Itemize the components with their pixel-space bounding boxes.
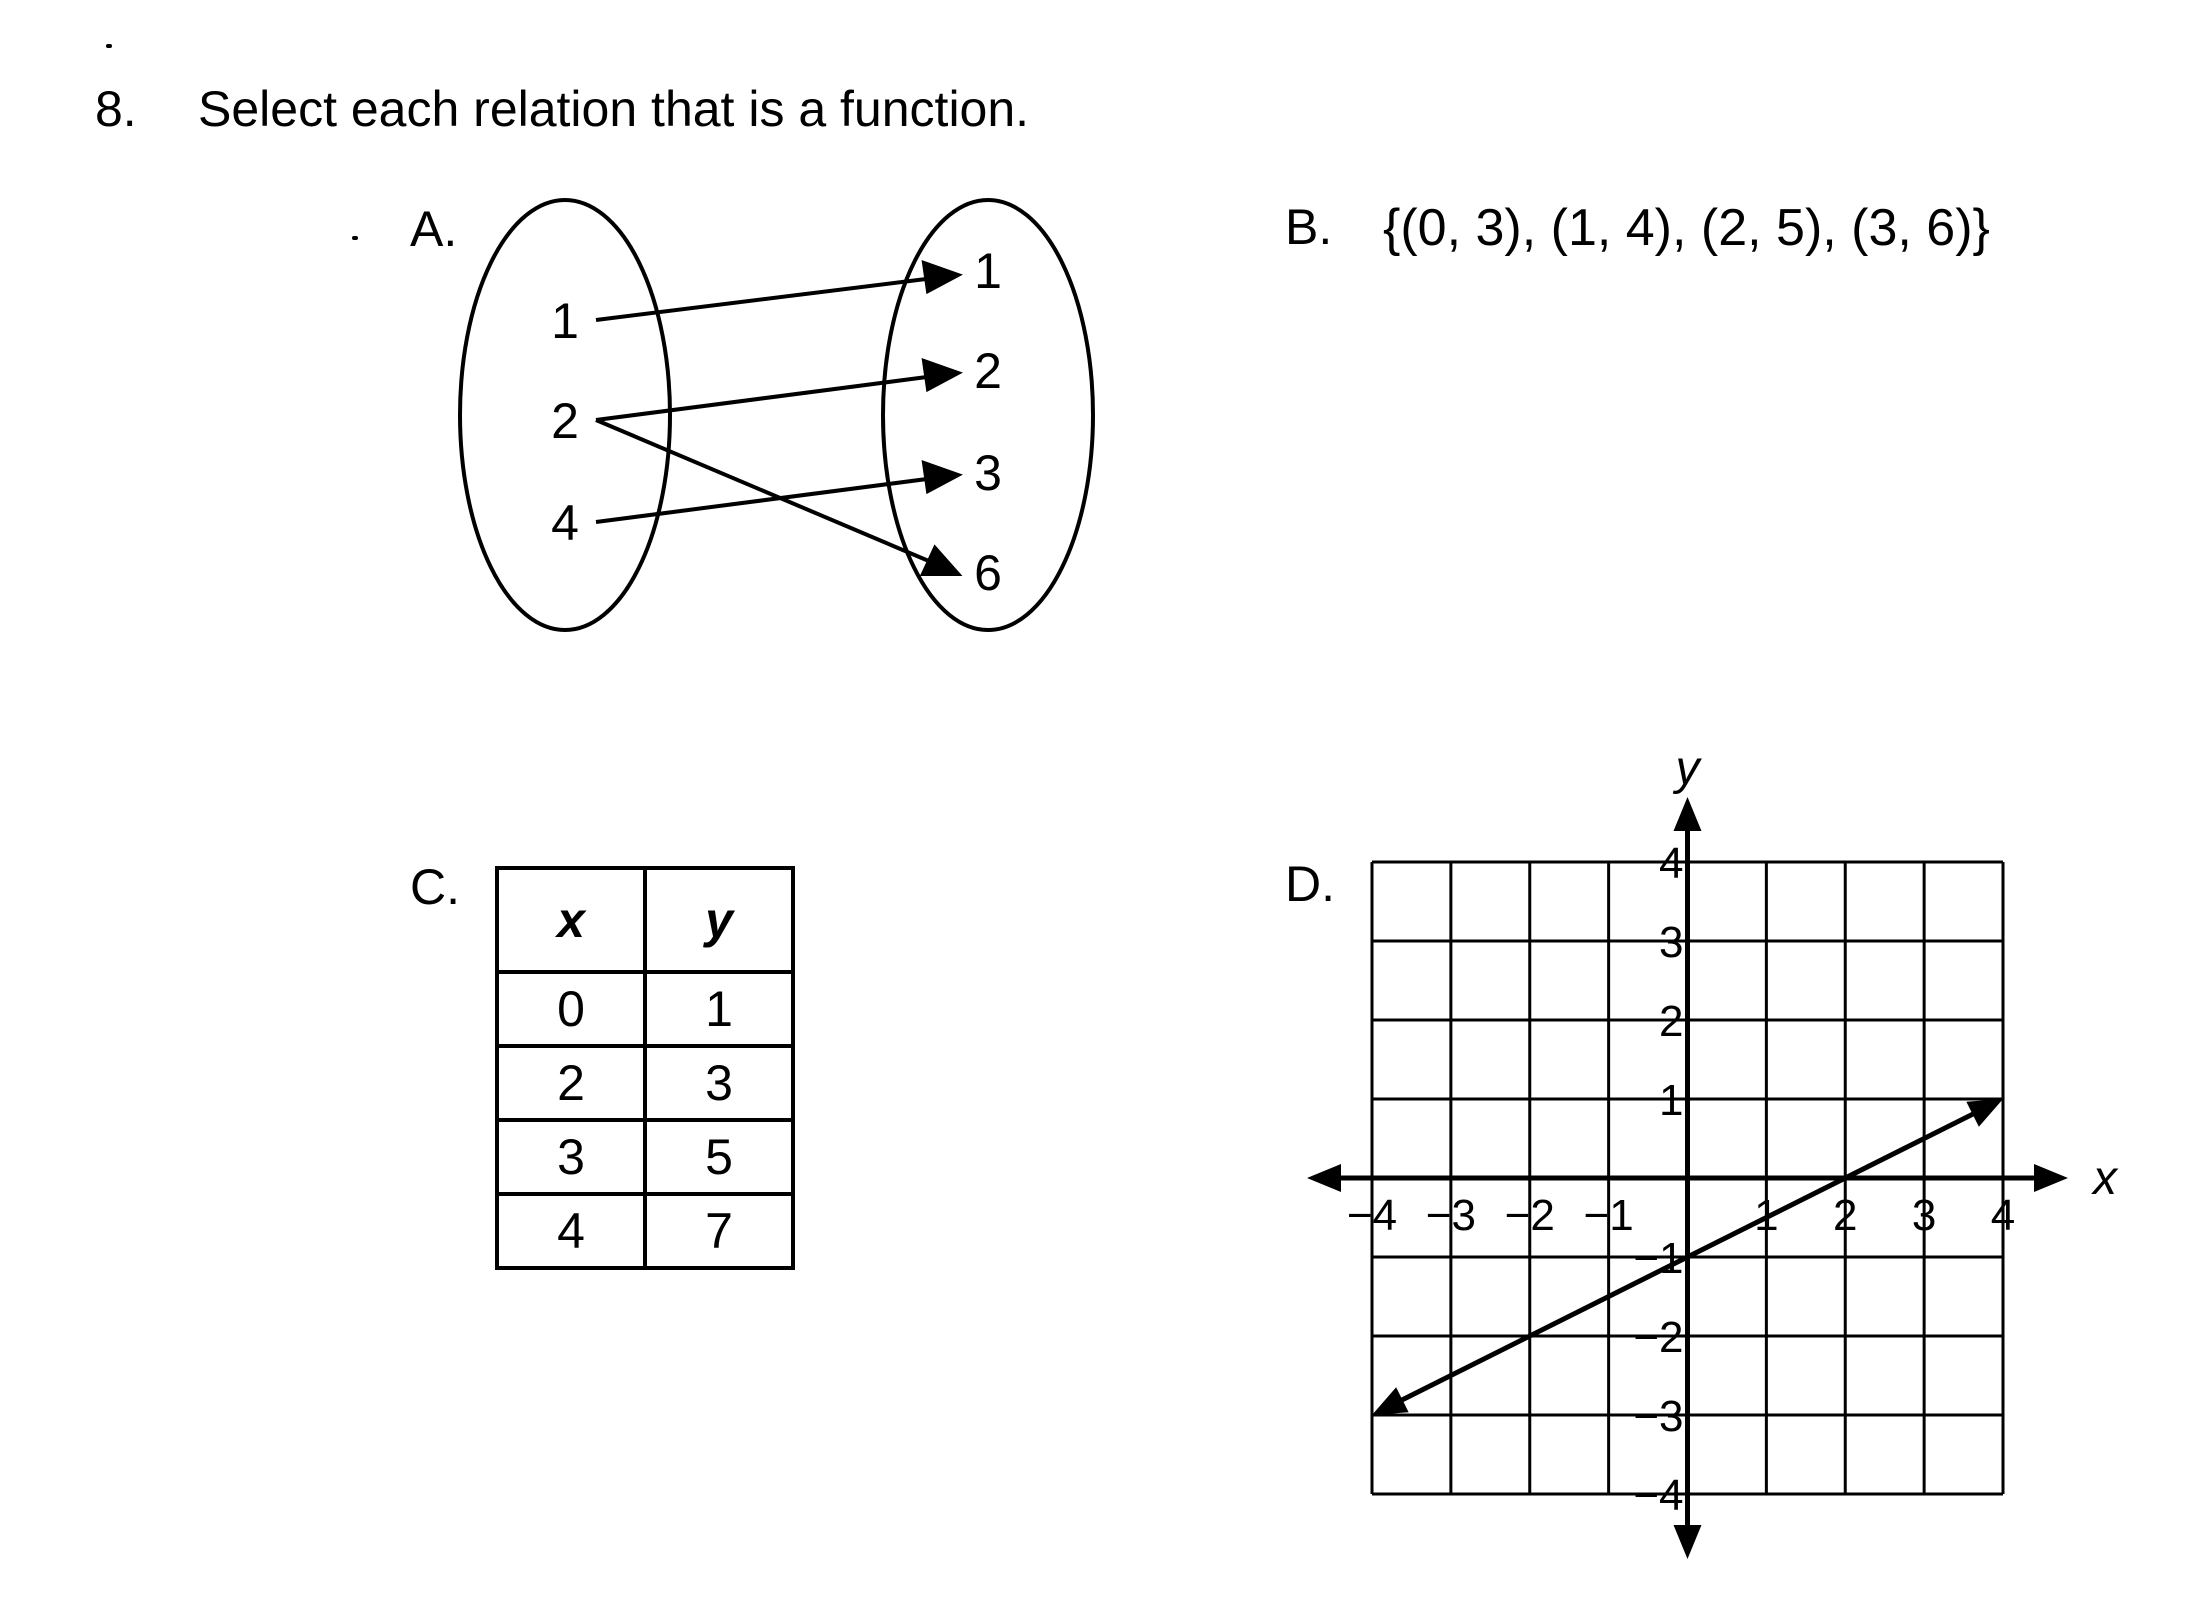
mapping-arrows [595,260,963,576]
range-value: 1 [974,243,1002,299]
y-tick-label: 3 [1659,918,1683,967]
question-text: Select each relation that is a function. [198,81,1030,137]
table-row: 2 3 [495,1044,795,1122]
x-axis-label: x [2091,1152,2119,1205]
x-tick-label: 2 [1833,1191,1857,1240]
table-cell: 0 [495,970,647,1048]
range-value: 3 [974,445,1002,501]
x-tick-label: −4 [1347,1191,1397,1240]
scan-speck [106,44,112,48]
mapping-arrow [595,274,951,322]
table-cell: 7 [643,1192,795,1270]
table-cell: 3 [643,1044,795,1122]
mapping-arrow [595,372,951,422]
y-tick-label: 1 [1659,1076,1683,1125]
y-axis-label: y [1673,742,1703,795]
option-c-label: C. [410,859,460,915]
y-tick-label: −1 [1633,1234,1683,1283]
x-axis-arrow-left [1307,1164,1341,1192]
arrowhead [921,260,963,295]
column-header-y: y [643,866,795,974]
option-d-label: D. [1285,856,1335,912]
table-cell: 2 [495,1044,647,1122]
y-axis-arrow-up [1673,797,1702,831]
y-tick-label: −3 [1633,1392,1683,1441]
table-cell: 1 [643,970,795,1048]
x-tick-label: −3 [1426,1191,1476,1240]
arrowhead [921,460,963,495]
function-line [1393,1107,1982,1407]
column-header-x: x [495,866,647,974]
range-value: 2 [974,343,1002,399]
x-tick-label: −1 [1584,1191,1634,1240]
y-tick-label: −4 [1633,1471,1683,1520]
y-axis-arrow-down [1673,1525,1702,1559]
y-tick-label: −2 [1633,1313,1683,1362]
range-oval [881,198,1095,632]
ordered-pair-set: {(0, 3), (1, 4), (2, 5), (3, 6)} [1383,199,1990,257]
table-cell: 4 [495,1192,647,1270]
table-cell: 5 [643,1118,795,1196]
table-header-row: x y [495,866,795,974]
option-b-label: B. [1285,199,1333,255]
line-arrowhead-end [1966,1099,2003,1127]
scan-speck [352,236,358,240]
line-arrowhead-start [1372,1387,1409,1415]
x-tick-label: −2 [1505,1191,1555,1240]
table-cell: 3 [495,1118,647,1196]
domain-value: 2 [551,393,579,449]
domain-oval [458,198,672,632]
arrowhead [919,544,963,576]
mapping-diagram: 1 2 4 1 2 3 6 [458,198,1095,632]
option-a-label: A. [410,201,458,257]
y-tick-label: 2 [1659,997,1683,1046]
mapping-arrow [595,418,951,572]
domain-value: 4 [551,495,579,551]
mapping-arrow [595,474,951,524]
table-row: 3 5 [495,1118,795,1196]
domain-value: 1 [551,293,579,349]
x-axis-arrow-right [2034,1164,2068,1192]
x-tick-label: 4 [1991,1191,2015,1240]
arrowhead [921,358,963,393]
table-row: 0 1 [495,970,795,1048]
x-tick-label: 3 [1912,1191,1936,1240]
y-tick-label: 4 [1659,839,1683,888]
xy-table: x y 0 1 2 3 3 5 4 7 [495,866,795,1270]
question-number: 8. [95,81,137,137]
range-value: 6 [974,545,1002,601]
table-row: 4 7 [495,1192,795,1270]
